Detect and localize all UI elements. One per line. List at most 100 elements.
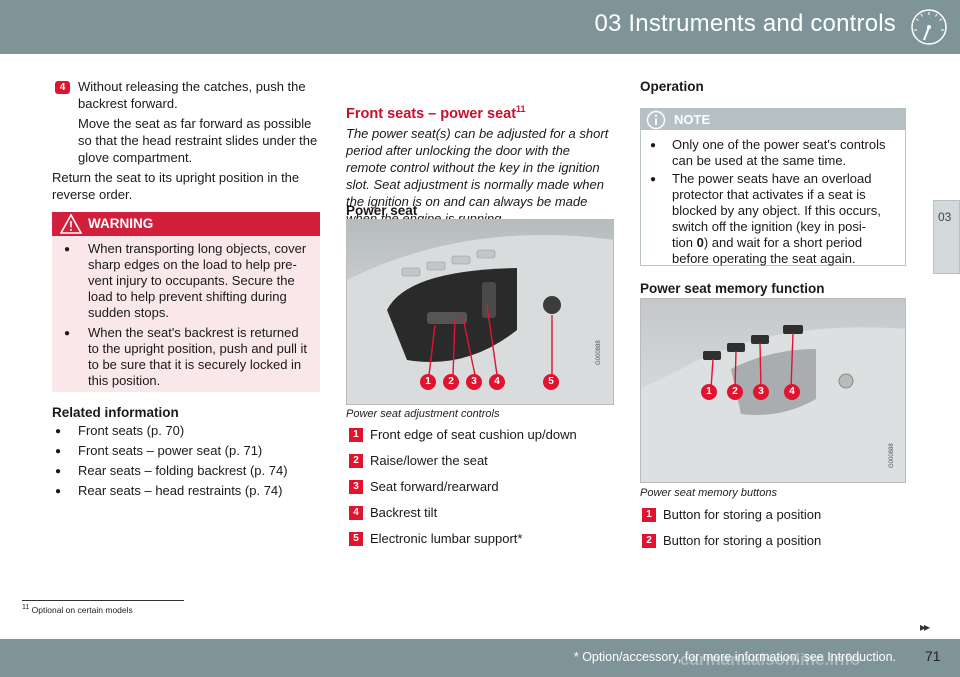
next-page-arrows[interactable]: ▸▸ xyxy=(920,620,930,634)
figure-caption: Power seat memory buttons xyxy=(640,487,777,499)
warning-text: to the upright position, push and pull i… xyxy=(88,341,307,356)
step-subtext: glove compartment. xyxy=(78,150,193,165)
photo-callout: 3 xyxy=(466,374,482,390)
bullet-dot: ● xyxy=(650,140,657,151)
note-text: switch off the ignition (key in posi- xyxy=(672,219,867,234)
intro-text: period after unlocking the door with the xyxy=(346,143,571,158)
note-text: can be used at the same time. xyxy=(672,153,847,168)
section-title-text: Front seats – power seat xyxy=(346,105,517,122)
intro-text: the ignition is on and can always be mad… xyxy=(346,194,588,209)
note-box xyxy=(640,108,906,266)
body-text: reverse order. xyxy=(52,187,133,202)
photo-callout: 1 xyxy=(701,384,717,400)
info-icon xyxy=(646,110,666,130)
bullet-dot: ● xyxy=(64,244,71,255)
photo-callout: 2 xyxy=(443,374,459,390)
legend-text: Seat forward/rearward xyxy=(370,479,499,494)
legend-number: 1 xyxy=(349,428,363,442)
legend-number: 3 xyxy=(349,480,363,494)
photo-callout: 5 xyxy=(543,374,559,390)
body-text: Return the seat to its upright position … xyxy=(52,170,300,185)
warning-triangle-icon xyxy=(60,214,82,234)
note-text: The power seats have an overload xyxy=(672,171,872,186)
figure-caption: Power seat adjustment controls xyxy=(346,408,500,420)
warning-text: When transporting long objects, cover xyxy=(88,241,307,256)
note-text: blocked by any object. If this occurs, xyxy=(672,203,881,218)
bullet-dot: ● xyxy=(650,174,657,185)
seat-controls-illustration xyxy=(347,220,613,404)
photo-callout: 2 xyxy=(727,384,743,400)
step-subtext: so that the head restraint slides under … xyxy=(78,133,318,148)
photo-callout: 3 xyxy=(753,384,769,400)
note-header xyxy=(640,108,906,130)
memory-heading: Power seat memory function xyxy=(640,281,825,296)
note-text: protector that activates if a seat is xyxy=(672,187,866,202)
warning-text: When the seat's backrest is returned xyxy=(88,325,299,340)
legend-number: 1 xyxy=(642,508,656,522)
photo-callout: 4 xyxy=(489,374,505,390)
chapter-tab-label: 03 xyxy=(938,210,952,224)
photo-callout: 4 xyxy=(784,384,800,400)
note-text: before operating the seat again. xyxy=(672,251,856,266)
warning-text: load to help prevent shifting during xyxy=(88,289,287,304)
related-link[interactable]: Front seats – power seat (p. 71) xyxy=(78,443,263,458)
warning-text: sudden stops. xyxy=(88,305,169,320)
warning-label: WARNING xyxy=(88,216,154,231)
footnote-text: Optional on certain models xyxy=(31,604,133,615)
warning-text: sharp edges on the load to help pre- xyxy=(88,257,297,272)
bullet-dot: ● xyxy=(55,486,62,497)
power-seat-photo xyxy=(346,219,614,405)
legend-text: Button for storing a position xyxy=(663,507,822,522)
photo-callout: 1 xyxy=(420,374,436,390)
step-text: backrest forward. xyxy=(78,96,178,111)
watermark: carmanualsonline.info xyxy=(680,650,861,669)
legend-text: Backrest tilt xyxy=(370,505,438,520)
legend-text: Raise/lower the seat xyxy=(370,453,488,468)
page-footer xyxy=(0,639,960,677)
photo-code: G000888 xyxy=(889,443,895,468)
bullet-dot: ● xyxy=(55,466,62,477)
page-header xyxy=(0,0,960,54)
related-link[interactable]: Rear seats – folding backrest (p. 74) xyxy=(78,463,288,478)
legend-text: Front edge of seat cushion up/down xyxy=(370,427,577,442)
footnote-ref[interactable]: 11 xyxy=(516,104,526,114)
step-subtext: Move the seat as far forward as possible xyxy=(78,116,312,131)
legend-number: 2 xyxy=(349,454,363,468)
step-text: Without releasing the catches, push the xyxy=(78,79,306,94)
legend-number: 5 xyxy=(349,532,363,546)
bullet-dot: ● xyxy=(55,446,62,457)
related-link[interactable]: Rear seats – head restraints (p. 74) xyxy=(78,483,283,498)
bullet-dot: ● xyxy=(55,426,62,437)
page-number: 71 xyxy=(925,648,941,664)
warning-text: vent injury to occupants. Secure the xyxy=(88,273,295,288)
related-heading: Related information xyxy=(52,405,179,420)
bullet-dot: ● xyxy=(64,328,71,339)
page-title: 03 Instruments and controls xyxy=(594,10,896,37)
legend-text: Electronic lumbar support* xyxy=(370,531,523,546)
related-link[interactable]: Front seats (p. 70) xyxy=(78,423,185,438)
intro-text: slot. Seat adjustment is normally made w… xyxy=(346,177,604,192)
note-label: NOTE xyxy=(674,112,711,127)
warning-text: this position. xyxy=(88,373,161,388)
note-text: tion 0) and wait for a short period xyxy=(672,235,863,250)
footnote: 11 Optional on certain models xyxy=(22,604,133,615)
step-badge: 4 xyxy=(55,81,70,94)
memory-buttons-photo xyxy=(640,298,906,483)
power-seat-heading: Power seat xyxy=(346,203,418,218)
warning-text: to be sure that it is securely locked in xyxy=(88,357,302,372)
legend-text: Button for storing a position xyxy=(663,533,822,548)
footnote-rule xyxy=(22,600,184,601)
position-zero: 0 xyxy=(696,235,704,250)
footnote-number: 11 xyxy=(22,604,30,611)
footer-note: * Option/accessory, for more information… xyxy=(573,650,896,664)
memory-buttons-illustration xyxy=(641,299,905,482)
legend-number: 4 xyxy=(349,506,363,520)
note-text: Only one of the power seat's controls xyxy=(672,137,886,152)
gauge-icon xyxy=(908,6,950,48)
section-title: Front seats – power seat11 xyxy=(346,104,526,122)
intro-text: The power seat(s) can be adjusted for a … xyxy=(346,126,609,141)
photo-code: G000888 xyxy=(596,340,602,365)
operation-heading: Operation xyxy=(640,79,704,94)
warning-box xyxy=(52,212,320,392)
warning-header xyxy=(52,212,320,236)
